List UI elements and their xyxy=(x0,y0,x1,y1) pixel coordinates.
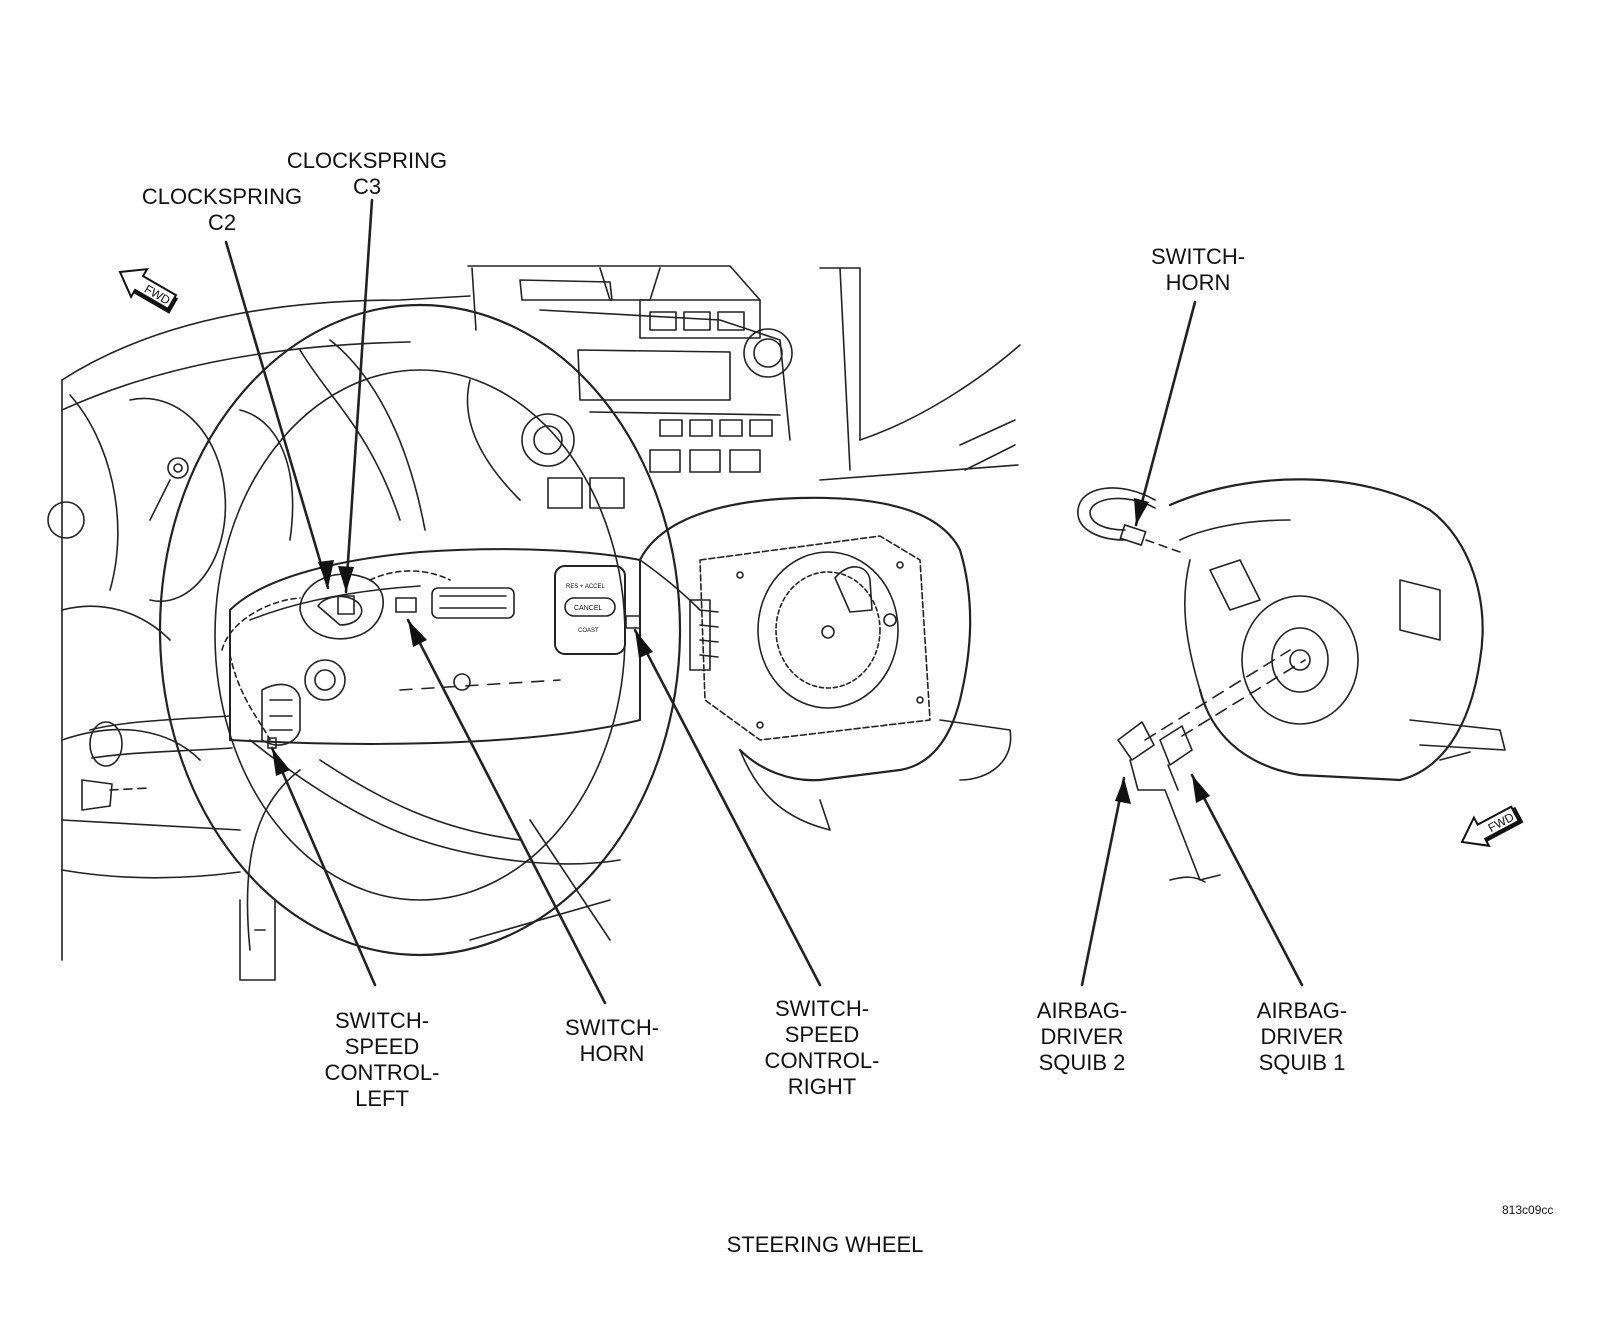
clockspring-wiring xyxy=(221,570,451,741)
center-stack xyxy=(467,265,1021,509)
switch-button-legends: RES + ACCEL CANCEL COAST xyxy=(566,584,606,634)
horn-switch-connector xyxy=(1077,487,1181,553)
lower-column xyxy=(239,899,276,981)
leader-arrowheads xyxy=(272,498,1210,804)
switch-button-top-text: RES + ACCEL xyxy=(566,584,606,590)
fwd-arrow-left-icon: FWD xyxy=(118,267,178,314)
squib-connectors xyxy=(1117,649,1306,883)
instrument-cluster xyxy=(47,295,471,961)
speed-control-left-switch xyxy=(261,683,301,749)
figure-code: 813c09cc xyxy=(1502,1203,1554,1217)
label-switch-horn-center: SWITCH-HORN xyxy=(564,1015,660,1066)
airbag-module-front xyxy=(1168,478,1506,782)
steering-wheel-rim xyxy=(158,303,682,957)
switch-button-middle-text: CANCEL xyxy=(574,605,603,612)
column-stalks xyxy=(81,715,233,811)
leader-lines xyxy=(224,198,1304,1005)
figure-caption: STEERING WHEEL xyxy=(726,1232,924,1257)
label-switch-horn-right: SWITCH-HORN xyxy=(1150,244,1246,295)
airbag-module-back xyxy=(638,496,1012,831)
fwd-arrow-right-icon: FWD xyxy=(1460,805,1524,848)
switch-button-bottom-text: COAST xyxy=(578,628,599,634)
speed-control-right-switch xyxy=(554,565,641,655)
